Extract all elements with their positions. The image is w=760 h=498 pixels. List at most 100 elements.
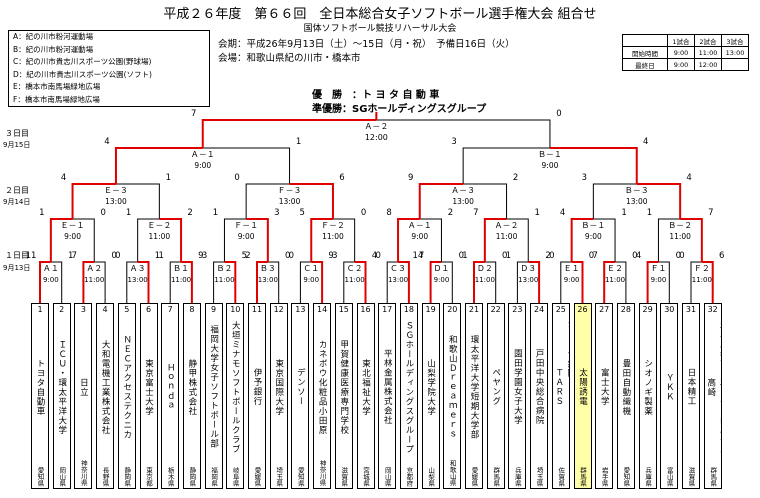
team-prefecture: 群馬県 [491,466,500,487]
match-label: Ｅ１ [563,264,580,273]
match-label: Ａ２ [86,264,103,273]
match-score: 2 [187,208,193,218]
venue-legend-item: E：橋本市南馬場緑地広場 [13,82,101,91]
bracket-line [289,183,334,219]
bracket-line [570,218,594,262]
match-score: 7 [708,208,714,218]
team-name: デンソー [295,368,306,406]
match-score: 3 [451,137,457,147]
team-cell: 25ひらまつ病院ＡＬＬＳＡＧＡＳＴＡＲＳ佐賀県 [551,303,570,489]
bracket-line [398,261,410,303]
match-time: 11:00 [344,276,365,284]
bracket-line [429,261,442,303]
team-name: 山梨学院大学 [425,358,436,416]
team-number: 7 [167,305,173,314]
team-number: 26 [577,305,588,314]
team-prefecture: 岐阜県 [231,466,240,487]
team-prefecture: 福岡県 [209,466,218,487]
team-prefecture: 和歌山県 [448,460,457,486]
team-prefecture: 静岡県 [187,466,196,487]
round-day3-date: 9月15日 [3,141,31,149]
final-score: 0 [556,109,562,119]
bracket-line [701,261,714,303]
match-time: 9:00 [194,161,212,170]
match-label: Ｂ－１ [537,150,562,159]
match-score: 7 [473,208,479,218]
bracket-line [462,147,550,184]
venue-legend-item: B：紀の川市粉河運動場 [13,44,94,54]
venue-name: 橋本市南馬場緑地広場 [25,82,101,91]
match-label: Ｅ２ [607,264,624,273]
bracket-line [201,119,377,148]
team-prefecture: 岩手県 [600,466,609,487]
team-prefecture: 滋賀県 [687,466,695,487]
team-number: 13 [295,305,306,314]
bracket-line [528,261,541,303]
team-name: Ｈｏｎｄａ [165,363,176,411]
match-label: Ｂ２ [216,264,233,273]
bracket-line [310,218,333,262]
team-number: 28 [620,305,631,314]
team-number: 10 [230,305,241,314]
bracket-line [71,183,116,219]
round-day2-date: 9月14日 [3,198,31,206]
team-name: ペヤング [490,368,501,406]
match-time: 11:00 [474,276,495,284]
bracket-line [72,218,95,262]
team-prefecture: 静岡県 [122,466,131,487]
team-name: 大垣ミナモソフトボールクラブ [230,320,241,454]
match-score: 4 [643,137,649,147]
team-number: 8 [189,305,195,314]
team-name: 豊田自動織機 [620,358,631,416]
match-time: 9:00 [64,232,81,241]
team-name: 平林金属株式会社 [382,349,393,425]
venue-legend-item: A：紀の川市粉河運動場 [13,32,94,41]
bracket-line [636,183,682,219]
team-number: 17 [382,305,393,314]
bracket-line [224,261,237,303]
bracket-line [245,183,290,219]
bracket-line [246,218,269,262]
match-score: 0 [375,251,381,261]
match-label: Ｃ３ [390,264,407,273]
venue-code: D [13,69,19,79]
match-score: 2 [245,251,251,261]
match-score: 4 [635,251,642,261]
schedule-table: 1試合 2試合 3試合 開始時間 9:00 11:00 13:00 最終日 9:… [622,34,749,71]
bracket-line [506,218,529,262]
match-label: Ｆ－２ [320,221,345,230]
match-score: 9 [198,251,204,261]
team-name: シオノギ製薬 [642,358,653,416]
match-label: Ｄ２ [476,264,493,273]
match-time: 9:00 [563,276,580,284]
match-time: 13:00 [518,276,539,284]
match-score: 9 [408,173,414,183]
bracket-line [560,261,572,303]
team-number: 4 [102,305,108,314]
venue-name: 紀の川市貴志川スポーツ公園(野球場) [25,57,152,66]
bracket-line [181,261,193,303]
team-number: 25 [555,305,566,314]
team-prefecture: 山梨県 [426,466,435,487]
bracket-line [354,261,367,303]
match-label: Ｂ３ [259,264,276,273]
match-score: 0 [288,251,295,261]
match-time: 13:00 [105,197,127,206]
bracket-line [386,261,399,303]
match-score: 1 [67,251,74,261]
team-name: ＳＧホールディングスグループ [403,320,414,454]
match-label: Ｆ－１ [234,221,259,230]
runner-up-name: SGホールディングスグループ [352,104,487,115]
team-prefecture: 宮城県 [361,466,370,487]
team-cell: 32エネルギア・エレクトロニクス高崎群馬県 [703,303,722,489]
venue-name: 橋本市南馬場緑地広場 [24,94,100,104]
team-number: 6 [145,305,152,314]
team-number: 30 [664,305,675,314]
match-label: Ｆ－３ [277,186,302,195]
venue-code: E [13,82,18,91]
